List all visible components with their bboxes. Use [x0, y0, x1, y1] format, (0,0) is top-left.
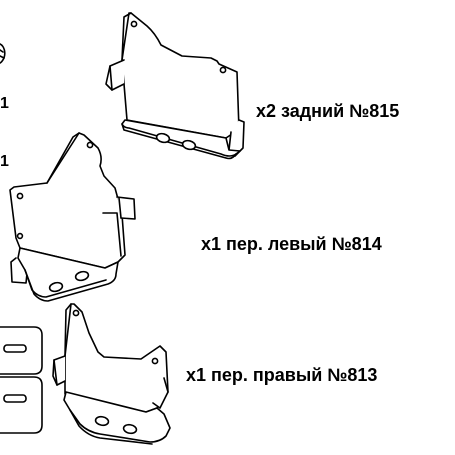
edge-fragment-top: 1	[0, 95, 9, 112]
part-label-815: x2 задний №815	[256, 101, 400, 121]
edge-fragment-middle: 1	[0, 153, 9, 170]
bracket-813	[52, 303, 171, 445]
part-label-813: x1 пер. правый №813	[186, 365, 378, 385]
part-label-814: x1 пер. левый №814	[201, 234, 382, 254]
cropped-box-lower	[0, 376, 43, 434]
cropped-box-upper	[0, 326, 43, 375]
bracket-814	[9, 132, 136, 302]
bracket-815	[105, 12, 245, 160]
screw-fragment-icon	[0, 43, 6, 64]
